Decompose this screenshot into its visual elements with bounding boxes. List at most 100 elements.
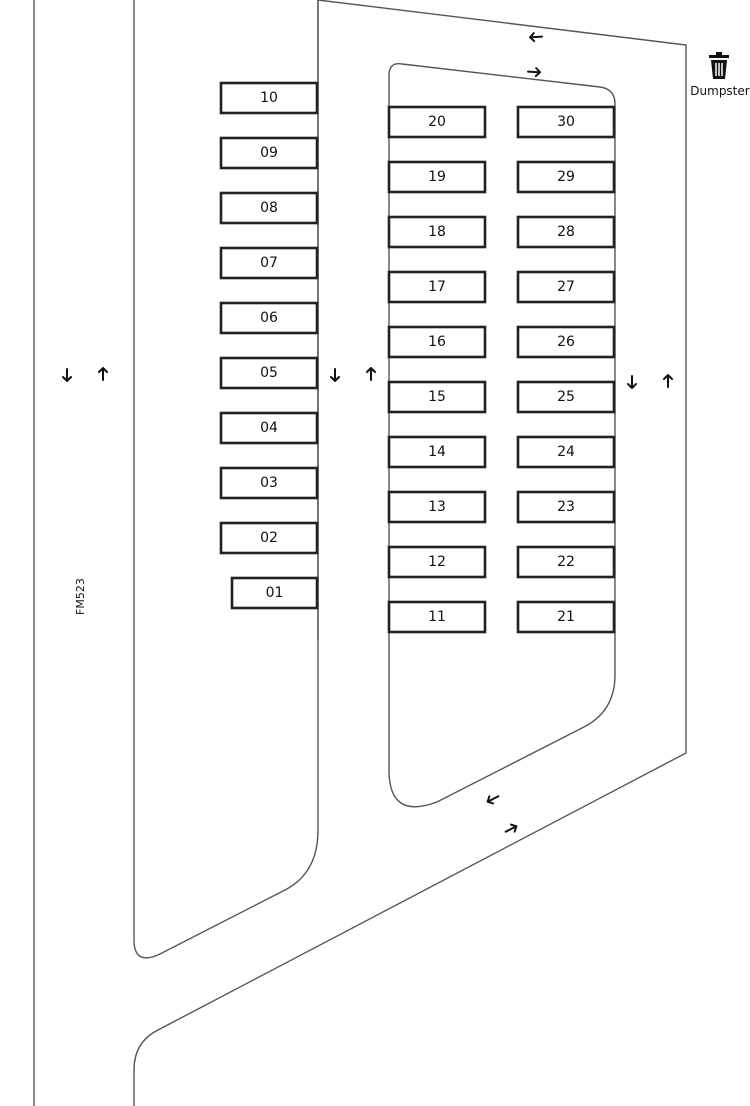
parking-slot-21[interactable]: 21 bbox=[516, 600, 616, 634]
trash-icon bbox=[709, 52, 729, 79]
slot-box bbox=[387, 435, 487, 469]
parking-slot-15[interactable]: 15 bbox=[387, 380, 487, 414]
slot-box bbox=[387, 325, 487, 359]
parking-slot-27[interactable]: 27 bbox=[516, 270, 616, 304]
parking-slot-04[interactable]: 04 bbox=[219, 411, 319, 445]
arrow-down-icon bbox=[627, 375, 637, 389]
center-island bbox=[388, 63, 616, 808]
parking-slot-26[interactable]: 26 bbox=[516, 325, 616, 359]
parking-slot-17[interactable]: 17 bbox=[387, 270, 487, 304]
slot-box bbox=[516, 380, 616, 414]
arrow-icon bbox=[529, 32, 543, 43]
traffic-arrows bbox=[62, 32, 673, 833]
slot-box bbox=[387, 105, 487, 139]
parking-slot-16[interactable]: 16 bbox=[387, 325, 487, 359]
slot-box bbox=[219, 411, 319, 445]
parking-slot-20[interactable]: 20 bbox=[387, 105, 487, 139]
slot-number: 13 bbox=[428, 499, 446, 515]
slot-box bbox=[516, 545, 616, 579]
slot-number: 28 bbox=[557, 224, 575, 240]
slot-number: 21 bbox=[557, 609, 575, 625]
parking-slot-28[interactable]: 28 bbox=[516, 215, 616, 249]
slot-box bbox=[516, 160, 616, 194]
slot-number: 11 bbox=[428, 609, 446, 625]
arrow-down-icon bbox=[62, 368, 72, 382]
parking-slot-08[interactable]: 08 bbox=[219, 191, 319, 225]
parking-slot-18[interactable]: 18 bbox=[387, 215, 487, 249]
slot-box bbox=[387, 270, 487, 304]
median-left bbox=[133, 0, 319, 959]
parking-slot-05[interactable]: 05 bbox=[219, 356, 319, 390]
dumpster-label: Dumpster bbox=[690, 84, 749, 98]
parking-slot-13[interactable]: 13 bbox=[387, 490, 487, 524]
slot-box bbox=[387, 380, 487, 414]
slot-box bbox=[387, 545, 487, 579]
slot-number: 17 bbox=[428, 279, 446, 295]
slot-number: 27 bbox=[557, 279, 575, 295]
parking-slots: 01 02 03 04 05 06 07 08 09 10 11 12 13 14 15 16 17 18 19 20… bbox=[219, 81, 616, 634]
slot-number: 06 bbox=[260, 310, 278, 326]
slot-box bbox=[219, 521, 319, 555]
slot-number: 04 bbox=[260, 420, 278, 436]
parking-slot-11[interactable]: 11 bbox=[387, 600, 487, 634]
slot-number: 22 bbox=[557, 554, 575, 570]
parking-slot-30[interactable]: 30 bbox=[516, 105, 616, 139]
arrow-up-icon bbox=[663, 374, 673, 388]
slot-number: 25 bbox=[557, 389, 575, 405]
slot-box bbox=[219, 246, 319, 280]
parking-slot-23[interactable]: 23 bbox=[516, 490, 616, 524]
slot-number: 12 bbox=[428, 554, 446, 570]
parking-slot-22[interactable]: 22 bbox=[516, 545, 616, 579]
parking-slot-01[interactable]: 01 bbox=[230, 576, 319, 610]
slot-box bbox=[219, 81, 319, 115]
parking-slot-10[interactable]: 10 bbox=[219, 81, 319, 115]
slot-number: 01 bbox=[266, 585, 284, 601]
arrow-icon bbox=[504, 823, 518, 833]
arrow-up-icon bbox=[98, 367, 108, 381]
slot-number: 02 bbox=[260, 530, 278, 546]
parking-slot-06[interactable]: 06 bbox=[219, 301, 319, 335]
parking-slot-19[interactable]: 19 bbox=[387, 160, 487, 194]
slot-number: 03 bbox=[260, 475, 278, 491]
slot-number: 16 bbox=[428, 334, 446, 350]
slot-number: 30 bbox=[557, 114, 575, 130]
slot-number: 10 bbox=[260, 90, 278, 106]
parking-slot-14[interactable]: 14 bbox=[387, 435, 487, 469]
dumpster-marker[interactable]: Dumpster bbox=[690, 52, 750, 98]
parking-slot-02[interactable]: 02 bbox=[219, 521, 319, 555]
slot-box bbox=[516, 215, 616, 249]
slot-box bbox=[387, 160, 487, 194]
arrow-down-icon bbox=[330, 368, 340, 382]
slot-box bbox=[219, 356, 319, 390]
slot-number: 14 bbox=[428, 444, 446, 460]
slot-box bbox=[219, 466, 319, 500]
slot-number: 09 bbox=[260, 145, 278, 161]
parking-slot-03[interactable]: 03 bbox=[219, 466, 319, 500]
slot-number: 23 bbox=[557, 499, 575, 515]
slot-box bbox=[230, 576, 319, 610]
slot-box bbox=[387, 600, 487, 634]
slot-box bbox=[516, 105, 616, 139]
slot-box bbox=[387, 215, 487, 249]
slot-box bbox=[516, 600, 616, 634]
parking-slot-12[interactable]: 12 bbox=[387, 545, 487, 579]
road-label: FM523 bbox=[74, 578, 87, 615]
slot-box bbox=[516, 325, 616, 359]
parking-slot-25[interactable]: 25 bbox=[516, 380, 616, 414]
arrow-icon bbox=[527, 67, 541, 78]
parking-slot-29[interactable]: 29 bbox=[516, 160, 616, 194]
slot-box bbox=[516, 435, 616, 469]
lot-outline bbox=[133, 0, 687, 1106]
parking-slot-09[interactable]: 09 bbox=[219, 136, 319, 170]
slot-number: 15 bbox=[428, 389, 446, 405]
slot-number: 18 bbox=[428, 224, 446, 240]
slot-box bbox=[387, 490, 487, 524]
parking-slot-07[interactable]: 07 bbox=[219, 246, 319, 280]
arrow-up-icon bbox=[366, 367, 376, 381]
slot-box bbox=[516, 270, 616, 304]
slot-box bbox=[219, 301, 319, 335]
slot-number: 24 bbox=[557, 444, 575, 460]
arrow-icon bbox=[486, 795, 500, 805]
parking-slot-24[interactable]: 24 bbox=[516, 435, 616, 469]
